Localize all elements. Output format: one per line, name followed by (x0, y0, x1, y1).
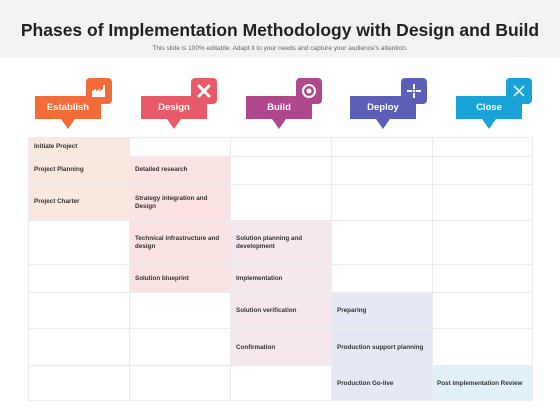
task-production-support-planning: Production support planning (337, 344, 424, 351)
task-preparing: Preparing (337, 307, 367, 314)
phase-pointer (272, 119, 286, 129)
close-column-shade (432, 365, 532, 400)
task-solution-verification: Solution verification (236, 307, 297, 314)
gear-icon (296, 78, 322, 104)
grid-line (28, 292, 532, 293)
title-band (0, 0, 560, 57)
task-production-go-live: Production Go-live (337, 380, 394, 387)
phase-label: Build (267, 102, 291, 113)
crosshair-icon (401, 78, 427, 104)
grid-line (28, 328, 532, 329)
grid-line (28, 137, 532, 138)
factory-icon (86, 78, 112, 104)
close-icon (506, 78, 532, 104)
phase-pointer (167, 119, 181, 129)
task-project-charter: Project Charter (34, 198, 80, 205)
task-detailed-research: Detailed research (135, 166, 188, 173)
grid-line (331, 137, 332, 400)
deploy-column-shade (331, 292, 432, 400)
phase-establish: Establish (35, 96, 101, 129)
grid-line (129, 137, 130, 400)
phase-close: Close (456, 96, 522, 129)
page-subtitle: This slide is 100% editable. Adapt it to… (152, 45, 408, 52)
grid-line (230, 137, 231, 400)
phase-pointer (482, 119, 496, 129)
design-tools-icon (191, 78, 217, 104)
task-solution-planning: Solution planning and development (236, 235, 303, 250)
task-strategy-integration: Strategy integration and Design (135, 195, 208, 210)
grid-line (28, 264, 532, 265)
phase-pointer (376, 119, 390, 129)
grid-line (28, 400, 532, 401)
grid-line (28, 184, 532, 185)
phase-deploy: Deploy (350, 96, 416, 129)
grid-line (532, 137, 533, 400)
grid-line (432, 137, 433, 400)
page-title: Phases of Implementation Methodology wit… (20, 20, 540, 40)
phase-design: Design (141, 96, 207, 129)
task-implementation: Implementation (236, 275, 283, 282)
phase-label: Deploy (367, 102, 399, 113)
grid-line (28, 365, 532, 366)
phase-build: Build (246, 96, 312, 129)
phase-label: Establish (46, 102, 90, 113)
task-post-implementation-review: Post implementation Review (437, 380, 523, 387)
design-column-shade (129, 156, 230, 292)
phase-label: Design (158, 102, 190, 113)
grid-line (28, 156, 532, 157)
task-technical-infrastructure: Technical infrastructure and design (135, 235, 220, 250)
task-confirmation: Confirmation (236, 344, 276, 351)
phase-label: Close (476, 102, 502, 113)
phase-pointer (61, 119, 75, 129)
grid-line (28, 137, 29, 400)
task-project-planning: Project Planning (34, 166, 84, 173)
establish-column-shade (28, 137, 129, 220)
task-solution-blueprint: Solution blueprint (135, 275, 189, 282)
grid-line (28, 220, 532, 221)
task-initiate-project: Initiate Project (34, 143, 78, 150)
